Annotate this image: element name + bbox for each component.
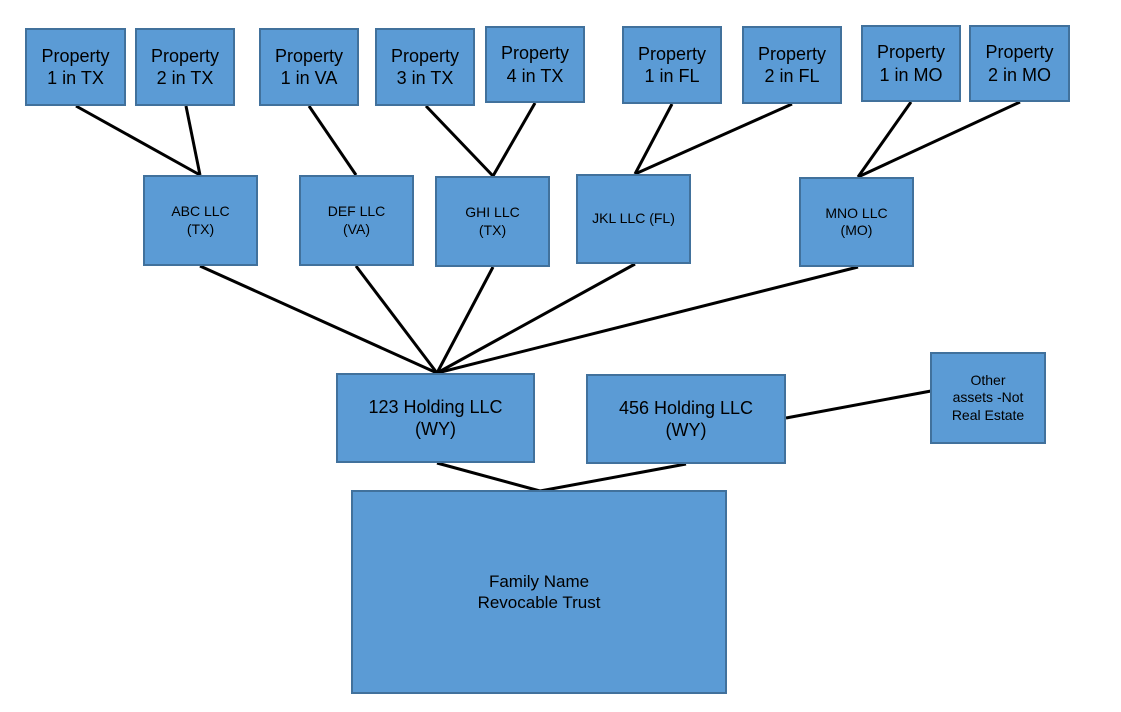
other-assets-line2: assets -Not (952, 389, 1024, 406)
connector-prop1va-def (307, 105, 358, 176)
def-llc-line1: DEF LLC (327, 203, 386, 219)
property-1-mo-box: Property 1 in MO (861, 25, 961, 102)
jkl-llc-line1: JKL LLC (FL) (592, 210, 675, 227)
property-1-mo-line1: Property (876, 42, 946, 62)
connector-456-other (785, 389, 932, 420)
other-assets-line3: Real Estate (951, 406, 1025, 423)
connector-def-123 (354, 265, 439, 374)
123-holding-llc-box: 123 Holding LLC (WY) (336, 373, 535, 463)
123-holding-line2: (WY) (415, 419, 456, 439)
property-1-fl-line2: 1 in FL (644, 66, 700, 86)
property-2-mo-line2: 2 in MO (987, 64, 1052, 85)
ghi-llc-line2: (TX) (478, 221, 507, 238)
property-3-tx-box: Property 3 in TX (375, 28, 475, 106)
jkl-llc-box: JKL LLC (FL) (576, 174, 691, 264)
property-1-tx-line1: Property (41, 45, 110, 66)
connector-mno-123 (436, 265, 859, 375)
property-3-tx-line1: Property (390, 45, 460, 66)
property-1-tx-line2: 1 in TX (47, 68, 104, 88)
abc-llc-box: ABC LLC (TX) (143, 175, 258, 266)
property-1-va-box: Property 1 in VA (259, 28, 359, 106)
property-1-fl-box: Property 1 in FL (622, 26, 722, 104)
connector-prop1tx-abc (75, 104, 201, 177)
connector-prop1mo-mno (856, 101, 913, 178)
connector-jkl-123 (436, 262, 636, 375)
property-1-fl-line1: Property (637, 43, 707, 64)
abc-llc-line2: (TX) (186, 220, 215, 237)
trust-line1: Family Name (488, 571, 590, 591)
connector-prop2tx-abc (184, 105, 202, 176)
connector-123-trust (436, 461, 541, 493)
connector-prop2fl-jkl (634, 102, 793, 176)
connector-prop3tx-ghi (424, 104, 495, 178)
property-3-tx-line2: 3 in TX (396, 68, 454, 88)
family-trust-box: Family Name Revocable Trust (351, 490, 727, 694)
mno-llc-line2: (MO) (840, 222, 873, 238)
property-2-tx-box: Property 2 in TX (135, 28, 235, 106)
property-2-tx-line1: Property (150, 45, 220, 66)
123-holding-line1: 123 Holding LLC (368, 396, 503, 417)
property-4-tx-line1: Property (500, 43, 570, 63)
other-assets-line1: Other (970, 371, 1006, 388)
connector-abc-123 (199, 264, 438, 375)
property-2-fl-box: Property 2 in FL (742, 26, 842, 104)
456-holding-line2: (WY) (665, 420, 707, 440)
property-4-tx-box: Property 4 in TX (485, 26, 585, 103)
property-4-tx-line2: 4 in TX (506, 65, 564, 86)
connector-prop4tx-ghi (491, 102, 537, 177)
def-llc-line2: (VA) (343, 220, 370, 237)
property-1-mo-line2: 1 in MO (879, 64, 943, 85)
connector-prop2mo-mno (857, 100, 1021, 179)
property-2-mo-box: Property 2 in MO (969, 25, 1070, 102)
abc-llc-line1: ABC LLC (171, 203, 230, 219)
ghi-llc-box: GHI LLC (TX) (435, 176, 550, 267)
property-2-mo-line1: Property (985, 42, 1054, 62)
other-assets-box: Other assets -Not Real Estate (930, 352, 1046, 444)
property-2-fl-line1: Property (757, 43, 827, 64)
trust-line2: Revocable Trust (477, 593, 601, 612)
456-holding-llc-box: 456 Holding LLC (WY) (586, 374, 786, 464)
property-1-va-line1: Property (274, 45, 344, 66)
mno-llc-box: MNO LLC (MO) (799, 177, 914, 267)
property-2-fl-line2: 2 in FL (764, 66, 820, 86)
connector-ghi-123 (435, 266, 495, 374)
mno-llc-line1: MNO LLC (825, 204, 888, 221)
def-llc-box: DEF LLC (VA) (299, 175, 414, 266)
456-holding-line1: 456 Holding LLC (618, 397, 754, 418)
property-1-va-line2: 1 in VA (280, 68, 338, 88)
connector-456-trust (539, 462, 687, 493)
connector-prop1fl-jkl (633, 103, 674, 175)
property-1-tx-box: Property 1 in TX (25, 28, 126, 106)
property-2-tx-line2: 2 in TX (156, 68, 214, 88)
ghi-llc-line1: GHI LLC (465, 204, 520, 220)
